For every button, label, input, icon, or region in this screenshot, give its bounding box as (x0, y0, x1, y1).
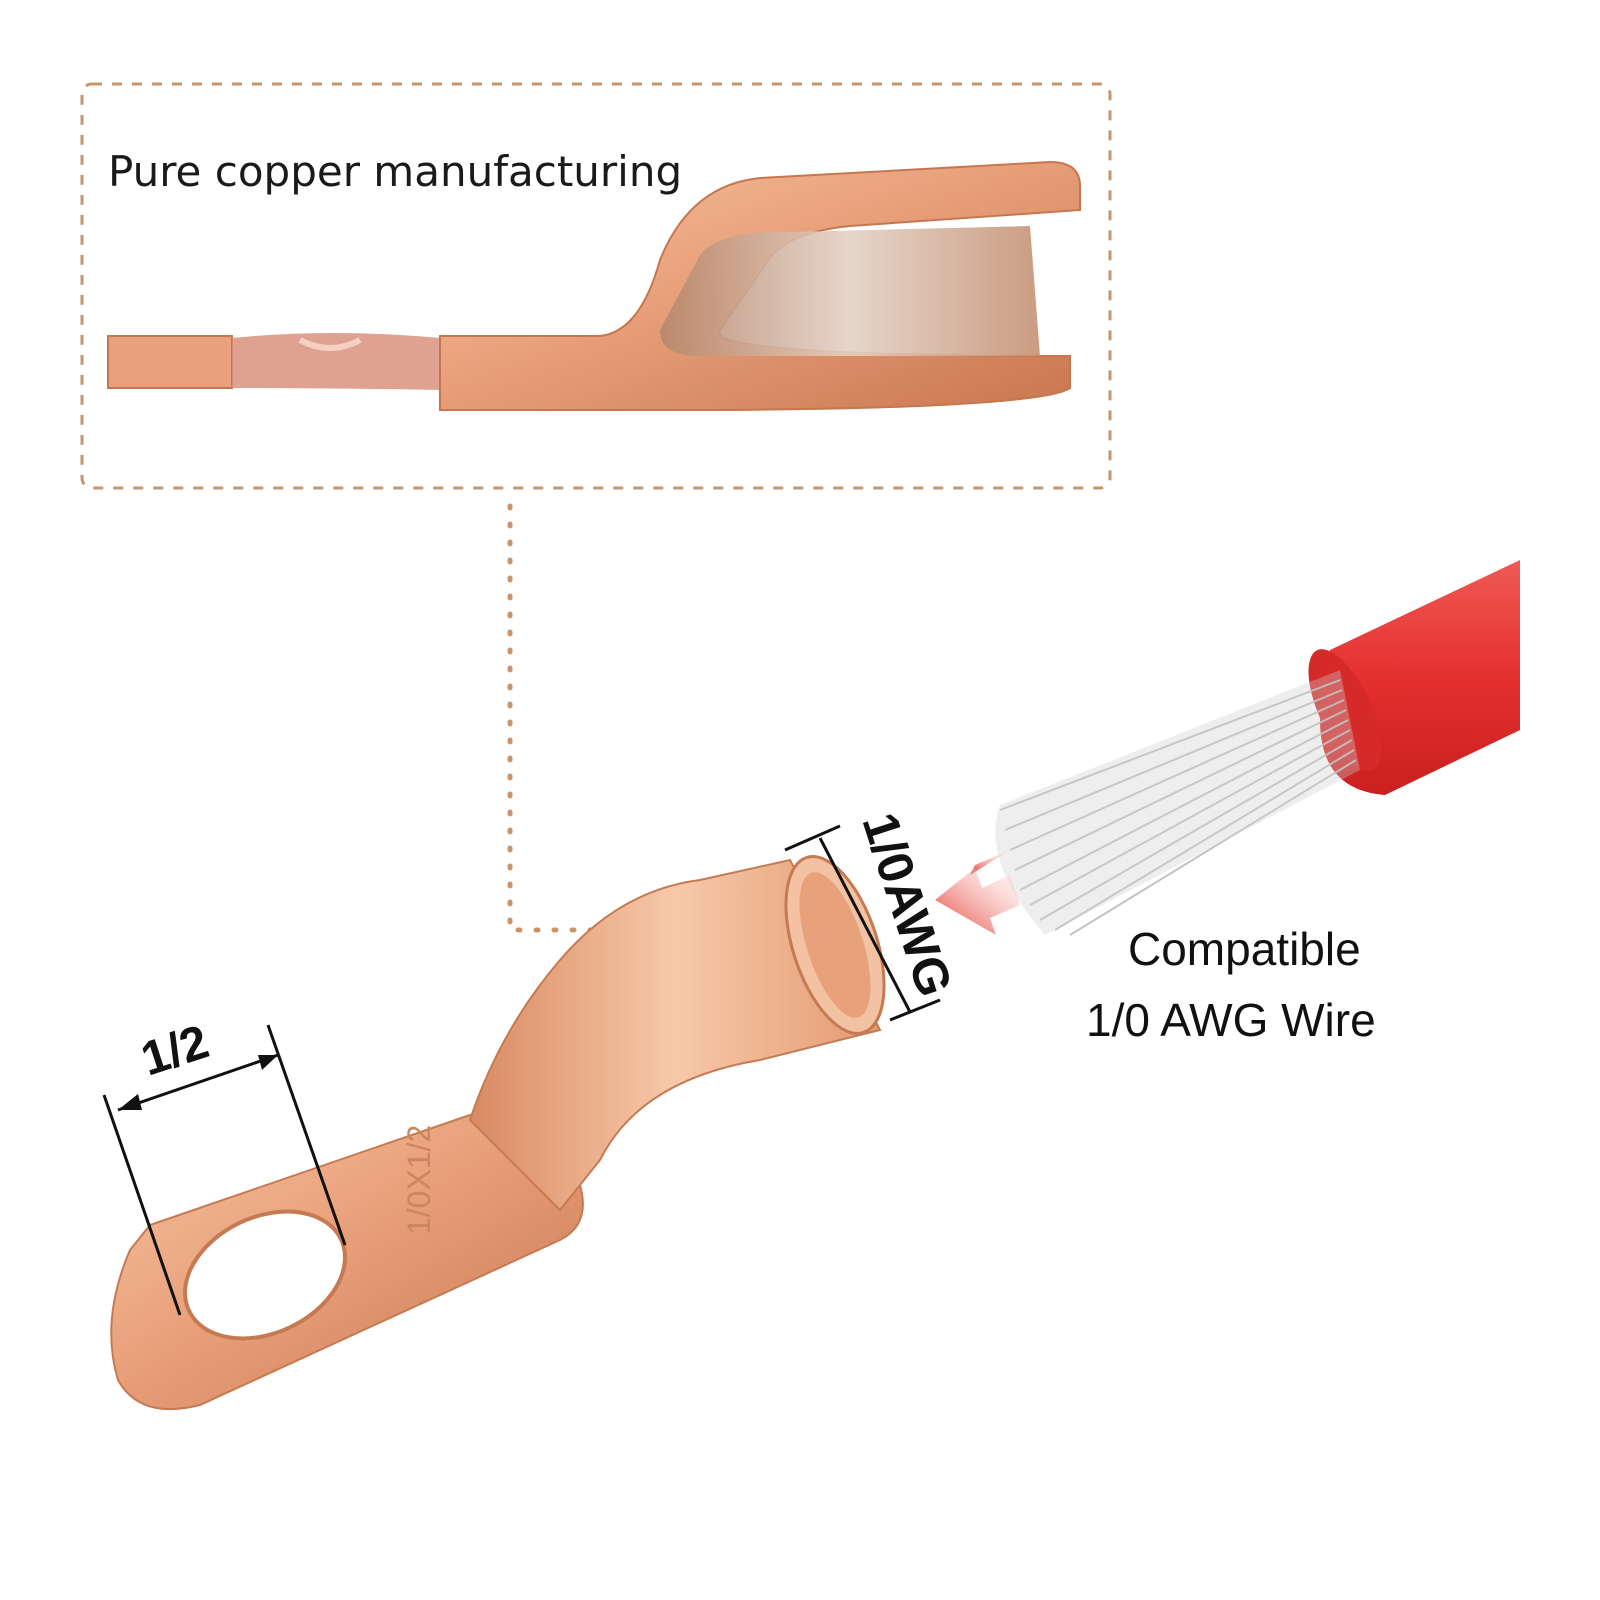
stud-size-label: 1/2 (135, 1015, 215, 1086)
callout-box (80, 82, 1112, 490)
compatibility-line2: 1/0 AWG Wire (1086, 994, 1376, 1046)
callout-title: Pure copper manufacturing (108, 147, 682, 196)
wire (995, 560, 1520, 936)
copper-lug: 1/0X1/2 (110, 855, 886, 1411)
compatibility-line1: Compatible (1128, 923, 1361, 975)
stud-size-dimension: 1/2 (102, 1015, 347, 1316)
callout-connector (507, 503, 693, 933)
arrow-left-icon (935, 850, 1020, 935)
lug-stamp: 1/0X1/2 (401, 1125, 437, 1235)
lug-cross-section (107, 160, 1081, 411)
